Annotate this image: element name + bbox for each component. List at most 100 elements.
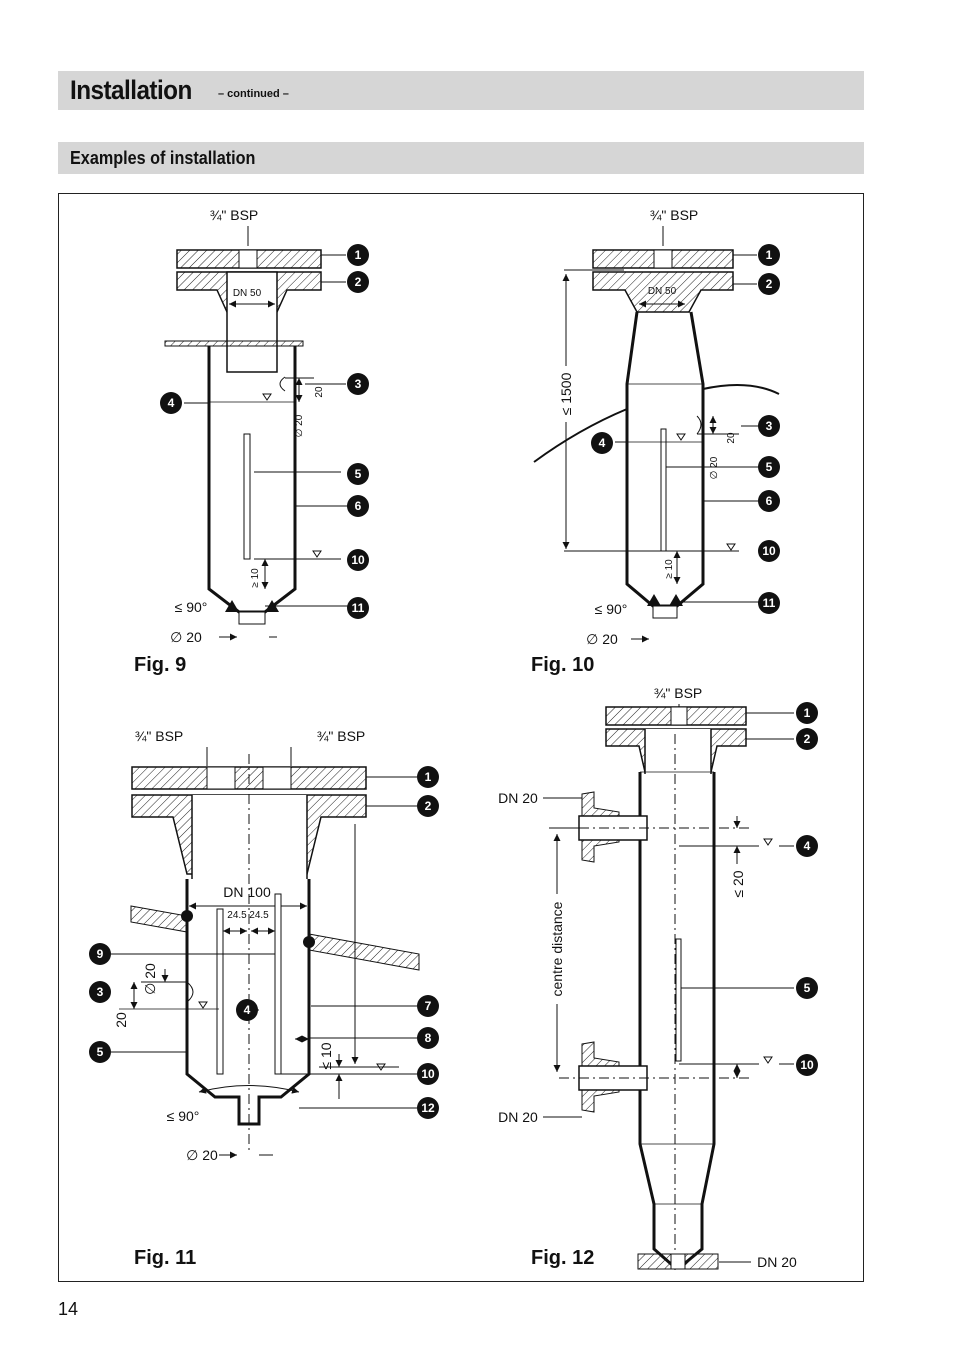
svg-text:5: 5 [766,460,773,474]
fig10-angle-label: ≤ 90° [595,601,628,617]
badge-5: 5 [89,1041,111,1063]
badge-3: 3 [758,415,780,437]
badge-8: 8 [417,1027,439,1049]
svg-text:6: 6 [766,494,773,508]
fig9-dn-label: DN 50 [233,288,262,299]
svg-text:10: 10 [351,553,365,567]
badge-1: 1 [347,244,369,266]
svg-text:4: 4 [804,839,811,853]
fig11-dim-24-5-left: 24.5 [227,910,247,921]
badge-5: 5 [796,977,818,999]
badge-1: 1 [417,766,439,788]
svg-text:10: 10 [421,1067,435,1081]
fig11-dim-10: ≤ 10 [318,1042,334,1069]
svg-text:11: 11 [763,596,776,610]
svg-text:1: 1 [355,248,362,262]
fig11-dia-bottom: ∅ 20 [186,1147,218,1163]
badge-4: 4 [236,999,258,1021]
svg-text:10: 10 [762,544,776,558]
badge-4: 4 [796,835,818,857]
badge-4: 4 [160,392,182,414]
fig9-dia-bottom: ∅ 20 [170,629,202,645]
badge-12: 12 [417,1097,439,1119]
fig11-dim-20: 20 [113,1012,129,1028]
badge-10: 10 [758,540,780,562]
fig11-dia-side: ∅ 20 [142,963,158,995]
fig9-dia-side: ∅ 20 [294,414,305,437]
page-subtitle: – continued – [218,88,289,100]
fig9-dim-10: ≥ 10 [250,568,261,588]
badge-11: 11 [758,592,780,614]
badge-4: 4 [591,432,613,454]
svg-text:3: 3 [97,985,104,999]
fig11-caption: Fig. 11 [134,1247,196,1269]
fig10-dim-20: 20 [726,432,737,444]
fig11-bsp-right: ¾" BSP [317,728,366,744]
page-number: 14 [58,1299,79,1319]
section-bar: Examples of installation [58,142,864,174]
badge-1: 1 [758,244,780,266]
svg-text:5: 5 [355,467,362,481]
svg-text:1: 1 [804,706,811,720]
fig11-vessel [185,879,311,1126]
svg-text:12: 12 [421,1101,435,1115]
fig9-bsp-label: ¾" BSP [210,207,259,223]
fig10-height-label: ≤ 1500 [558,372,574,415]
svg-text:4: 4 [244,1003,251,1017]
fig-11-drawing: ¾" BSP ¾" BSP DN 100 24.5 24.5 ∅ 20 20 [111,728,420,1269]
badge-11: 11 [347,597,369,619]
svg-text:4: 4 [599,436,606,450]
fig9-caption: Fig. 9 [134,654,186,676]
svg-text:1: 1 [425,770,432,784]
fig-9-drawing: ¾" BSP DN 50 20 ∅ 20 ≥ 10 ≤ 90° ∅ 20 [134,207,349,676]
svg-text:5: 5 [804,981,811,995]
fig12-dim-20: ≤ 20 [730,870,746,897]
fig9-dim-20: 20 [314,386,325,398]
fig12-dn-mid: DN 20 [498,1109,538,1125]
svg-text:2: 2 [355,275,362,289]
fig10-dia-bottom: ∅ 20 [586,631,618,647]
badge-2: 2 [758,273,780,295]
badge-2: 2 [347,271,369,293]
svg-text:3: 3 [355,377,362,391]
svg-text:5: 5 [97,1045,104,1059]
fig10-dn-label: DN 50 [648,286,677,297]
svg-text:6: 6 [355,499,362,513]
badge-5: 5 [758,456,780,478]
installation-figures-frame: ¾" BSP DN 50 20 ∅ 20 ≥ 10 ≤ 90° ∅ 20 [58,193,864,1282]
badge-2: 2 [417,795,439,817]
section-title: Examples of installation [70,148,256,168]
svg-text:11: 11 [352,601,365,615]
fig10-dim-10: ≥ 10 [664,559,675,579]
svg-text:2: 2 [425,799,432,813]
fig12-electrode [675,938,682,1062]
fig-10-drawing: ¾" BSP DN 50 20 ∅ 20 ≤ 1500 ≥ 10 ≤ 90° ∅… [531,207,780,676]
badge-6: 6 [758,490,780,512]
fig-12-drawing: ¾" BSP ≤ 20 centre distance DN 20 [498,685,797,1274]
badge-6: 6 [347,495,369,517]
svg-text:7: 7 [425,999,432,1013]
badge-10: 10 [347,549,369,571]
fig11-angle-label: ≤ 90° [167,1108,200,1124]
fig10-caption: Fig. 10 [531,654,594,676]
svg-text:8: 8 [425,1031,432,1045]
badge-5: 5 [347,463,369,485]
fig10-electrode [660,428,667,552]
page-title: Installation [70,75,192,105]
fig11-dim-24-5-right: 24.5 [249,910,269,921]
fig12-centre-distance: centre distance [549,901,565,996]
badge-7: 7 [417,995,439,1017]
badge-1: 1 [796,702,818,724]
badge-10: 10 [796,1054,818,1076]
svg-text:2: 2 [804,732,811,746]
fig11-dn-label: DN 100 [223,884,271,900]
badge-10: 10 [417,1063,439,1085]
badge-3: 3 [89,981,111,1003]
svg-text:3: 3 [766,419,773,433]
fig10-flange-2 [592,271,734,313]
fig12-caption: Fig. 12 [531,1247,594,1269]
fig10-bsp-label: ¾" BSP [650,207,699,223]
svg-text:9: 9 [97,947,104,961]
fig12-bsp-label: ¾" BSP [654,685,703,701]
svg-text:10: 10 [800,1058,814,1072]
